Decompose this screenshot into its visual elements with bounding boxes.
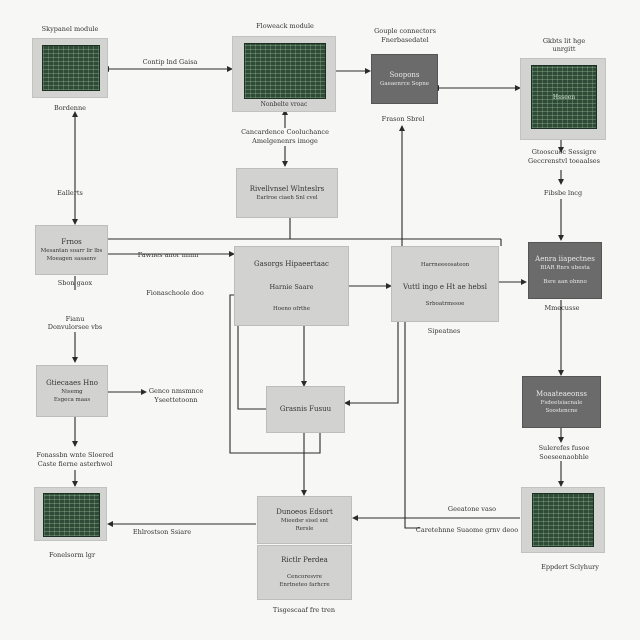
chip-bottom-left-icon (43, 493, 100, 537)
under-chip-left-label: Bordenne (53, 104, 87, 112)
dark-top-box-sub: Gaeaenrce Sopne (379, 80, 430, 87)
left-mid-box-sub: Nisemg (61, 388, 83, 395)
hub-box-sub: Srboatrmssoe (425, 300, 465, 307)
chip-top-center-icon (244, 43, 326, 99)
far-right-label-a: Gkbts lit hge (542, 37, 586, 45)
right-dark-box-sub: BIAR Rnrs ubesta (540, 265, 590, 271)
side-arrow-label: Fawnes anor mnm (137, 251, 199, 259)
pre-input-label-b: Donvulorsee vbs (47, 323, 103, 331)
chip-bottom-left-frame (34, 487, 107, 541)
bottom-top-box: Dunoeos Edsort Mieedsr sisel snt Rersle (257, 496, 352, 544)
right-under-label: Mmecusse (544, 304, 580, 312)
chip-top-left-icon (42, 45, 100, 91)
bottom-center-below-label: Tisgescaaf fre tren (272, 606, 336, 614)
right-mid-dark-box-title: Moaateaeonss (536, 389, 587, 398)
input-box-sub2: Moeagen sasaenv (46, 255, 97, 262)
chip-low-right-below-label: Eppdert Sclyhury (541, 563, 599, 571)
right-mid-dark-box-sub2: Soostencne (545, 407, 578, 414)
right-mid-label-b: Soeseenaobhle (539, 453, 589, 461)
center-box-sub2: Hoeno ofrthe (273, 305, 310, 312)
chip-top-right-frame: Hsseen (520, 58, 606, 140)
bottom-right-link-label: Geeatone vaso (447, 505, 497, 513)
chip-low-left-label-a: Fonassbn wnte Sloered (36, 451, 114, 459)
left-mid-box-sub2: Esgeca maas (53, 396, 91, 403)
hub-box-top: Harrneeeosateon (420, 261, 470, 268)
right-dark-box-sub2: Bsre aan ohnno (543, 279, 587, 285)
under-chip-right-label-a: Gtooscuoc Sessigre (531, 148, 597, 156)
relevant-box: Rivellvnsel Wlnteslrs Earlroe ciaeh Snl … (236, 168, 338, 218)
link-hub-bottom (404, 322, 420, 529)
center-box-sub: Harnie Saare (269, 282, 314, 291)
chip-low-left-label-b: Caste fierne asterhwol (37, 460, 113, 468)
bottom-top-box-title: Dunoeos Edsort (276, 507, 333, 516)
under-chip-center-label-a: Cancardence Cooluchance (241, 128, 329, 136)
chip-top-left-frame (32, 38, 108, 98)
chip-low-left-below-label: Fonelsorm lgr (48, 551, 96, 559)
left-output-label-a: Genco nmsmnce (148, 387, 204, 395)
bottom-right-link-label-b: Caretehnne Suaome grnv deoo (415, 526, 519, 534)
right-mid-dark-box-sub: Fsdeetsiacnale (540, 399, 583, 406)
chip-bottom-right-icon (532, 493, 594, 547)
under-chip-center-label-b: Amelgenenrs imoge (252, 137, 318, 145)
left-mid-box-title: Gtiecaaes Hno (46, 378, 98, 387)
far-right-label-b: unrgitt (552, 45, 576, 53)
chip-top-right-icon: Hsseen (531, 65, 597, 129)
chip-top-center-text: Nonbelte vroac (260, 101, 308, 108)
loop-left-outer (229, 294, 321, 454)
bottom-bottom-box-sub2: Enrtneteo farhcre (279, 582, 330, 588)
merge-box: Grasnis Fusuu (266, 386, 345, 433)
link-hub-merge (344, 322, 399, 406)
under-dark-top-label: Frason Sbrel (381, 115, 425, 123)
hub-box: Harrneeeosateon Vuttl ingo e Ht ae hebsl… (391, 246, 499, 322)
relevant-box-title: Rivellvnsel Wlnteslrs (249, 184, 325, 193)
top-left-label: Skypanel module (41, 25, 99, 33)
under-chip-right-label-b: Geccrenstvl toeaalses (528, 157, 600, 165)
right-dark-box: Aenra iiapectnes BIAR Rnrs ubesta Bsre a… (528, 242, 602, 299)
center-box: Gasorgs Hipaeertaac Harnie Saare Hoeno o… (234, 246, 349, 326)
right-mid-dark-box: Moaateaeonss Fsdeetsiacnale Soostencne (522, 376, 601, 428)
top-right-label-b: Fnerbasedatel (381, 36, 429, 44)
arrow-mid-bottom-label: Ehlrostson Ssiare (132, 528, 192, 536)
bottom-bottom-box-sub: Cencoresvre (286, 574, 323, 580)
chip-top-right-text: Hsseen (552, 94, 576, 101)
top-right-label-a: Gouple connectors (374, 27, 436, 35)
dark-top-box: Soopons Gaeaenrce Sopne (371, 54, 438, 104)
left-output-label-b: Yseettetoonn (154, 396, 198, 404)
hub-box-title: Vuttl ingo e Ht ae hebsl (403, 282, 487, 291)
right-dark-box-title: Aenra iiapectnes (535, 255, 595, 263)
bottom-top-box-sub: Mieedsr sisel snt (280, 517, 329, 524)
input-box-sub: Mesantan soarr lir lbs (40, 247, 103, 254)
right-mid-label-a: Sulerefes fusoe (538, 444, 590, 452)
bottom-top-box-sub2: Rersle (295, 525, 314, 532)
relevant-box-sub: Earlroe ciaeh Snl cvel (256, 194, 318, 201)
chip-bottom-right-frame (521, 487, 605, 553)
link-ab-label: Contip lnd Gaisa (142, 58, 198, 66)
center-left-label: Fionaschoole doo (146, 289, 204, 297)
input-box: Frnos Mesantan soarr lir lbs Moeagen sas… (35, 225, 108, 275)
top-center-label: Floweack module (256, 22, 314, 30)
pre-input-label: Fianu (65, 315, 85, 323)
bottom-bottom-box: Rictlr Perdea Cencoresvre Enrtneteo farh… (257, 545, 352, 600)
fibs-label: Fibsbe lncg (543, 189, 583, 197)
merge-box-title: Grasnis Fusuu (279, 405, 332, 413)
input-box-title: Frnos (61, 237, 82, 246)
bottom-bottom-box-title: Rictlr Perdea (281, 556, 328, 564)
dark-top-box-title: Soopons (389, 70, 420, 79)
input-below-label: Sbon gaox (57, 279, 93, 287)
chip-top-center-frame: Nonbelte vroac (232, 36, 336, 112)
under-hub-label: Sipeatnes (427, 327, 461, 335)
center-box-title: Gasorgs Hipaeertaac (254, 259, 329, 268)
left-mid-box: Gtiecaaes Hno Nisemg Esgeca maas (36, 365, 108, 417)
left-vertical-label: Eallerts (57, 189, 83, 197)
